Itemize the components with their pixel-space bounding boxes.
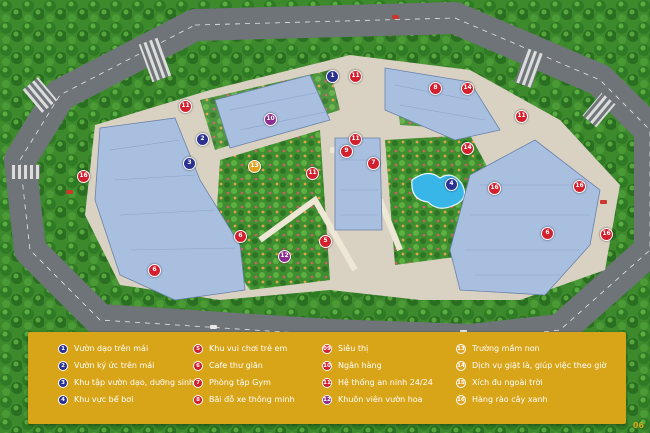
legend-marker: 12 <box>322 394 332 405</box>
legend-item: 6 Cafe thư giãn <box>193 357 295 374</box>
map-marker: 4 <box>445 178 458 191</box>
legend-item: 1 Vườn dạo trên mái <box>58 340 194 357</box>
map-marker: 11 <box>179 100 192 113</box>
legend-label: Khuôn viên vườn hoa <box>338 395 423 404</box>
legend-label: Siêu thị <box>338 344 369 353</box>
legend-item: 7 Phòng tập Gym <box>193 374 295 391</box>
legend-column-4: 13 Trường mầm non 14 Dịch vụ giặt là, giúp … <box>456 340 606 408</box>
map-marker: 11 <box>349 133 362 146</box>
map-marker: 6 <box>148 264 161 277</box>
legend-marker: 13 <box>456 343 466 354</box>
map-marker: 12 <box>278 250 291 263</box>
legend-marker: 6 <box>193 360 203 371</box>
legend-label: Cafe thư giãn <box>209 361 263 370</box>
legend-label: Phòng tập Gym <box>209 378 271 387</box>
legend-item: 16 Hàng rào cây xanh <box>456 391 606 408</box>
legend-column-3: 09 Siêu thị 10 Ngân hàng 11 Hệ thống an ninh … <box>322 340 433 408</box>
legend-label: Trường mầm non <box>472 344 540 353</box>
map-marker: 13 <box>248 160 261 173</box>
legend-label: Dịch vụ giặt là, giúp việc theo giờ <box>472 361 607 370</box>
legend-label: Khu tập vườn dạo, dưỡng sinh <box>74 378 195 387</box>
map-marker: 11 <box>306 167 319 180</box>
map-marker: 6 <box>541 227 554 240</box>
legend-label: Vườn dạo trên mái <box>74 344 149 353</box>
legend-marker: 4 <box>58 394 68 405</box>
legend-marker: 10 <box>322 360 332 371</box>
legend-marker: 8 <box>193 394 203 405</box>
map-marker: 7 <box>367 157 380 170</box>
legend-item: 14 Dịch vụ giặt là, giúp việc theo giờ <box>456 357 606 374</box>
legend-marker: 1 <box>58 343 68 354</box>
legend-marker: 15 <box>456 377 466 388</box>
legend-item: 5 Khu vui chơi trẻ em <box>193 340 295 357</box>
map-marker: 14 <box>461 142 474 155</box>
legend-item: 12 Khuôn viên vườn hoa <box>322 391 433 408</box>
legend-item: 3 Khu tập vườn dạo, dưỡng sinh <box>58 374 194 391</box>
map-marker: 16 <box>77 170 90 183</box>
map-marker: 9 <box>340 145 353 158</box>
map-marker: 16 <box>488 182 501 195</box>
map-marker: 10 <box>264 113 277 126</box>
legend-marker: 3 <box>58 377 68 388</box>
legend-label: Ngân hàng <box>338 361 382 370</box>
legend-label: Hàng rào cây xanh <box>472 395 548 404</box>
legend-label: Bãi đỗ xe thông minh <box>209 395 295 404</box>
legend-label: Khu vực bể bơi <box>74 395 134 404</box>
map-marker: 3 <box>183 157 196 170</box>
legend-item: 09 Siêu thị <box>322 340 433 357</box>
map-marker: 8 <box>429 82 442 95</box>
legend-item: 11 Hệ thống an ninh 24/24 <box>322 374 433 391</box>
legend-marker: 16 <box>456 394 466 405</box>
map-marker: 11 <box>515 110 528 123</box>
legend-marker: 14 <box>456 360 466 371</box>
map-marker: 6 <box>234 230 247 243</box>
map-marker: 16 <box>600 228 613 241</box>
legend-marker: 2 <box>58 360 68 371</box>
legend-label: Hệ thống an ninh 24/24 <box>338 378 433 387</box>
map-marker: 14 <box>461 82 474 95</box>
legend-item: 4 Khu vực bể bơi <box>58 391 194 408</box>
legend-marker: 5 <box>193 343 203 354</box>
legend-item: 2 Vườn ký ức trên mái <box>58 357 194 374</box>
legend-marker: 09 <box>322 343 332 354</box>
legend-marker: 7 <box>193 377 203 388</box>
map-marker: 2 <box>196 133 209 146</box>
map-marker: 1 <box>326 70 339 83</box>
legend-marker: 11 <box>322 377 332 388</box>
legend-item: 13 Trường mầm non <box>456 340 606 357</box>
legend-label: Khu vui chơi trẻ em <box>209 344 288 353</box>
legend-item: 8 Bãi đỗ xe thông minh <box>193 391 295 408</box>
map-marker: 11 <box>349 70 362 83</box>
legend-column-2: 5 Khu vui chơi trẻ em 6 Cafe thư giãn 7 Phòng… <box>193 340 295 408</box>
page-number: 06 <box>632 421 644 430</box>
legend-label: Xích đu ngoài trời <box>472 378 543 387</box>
legend-label: Vườn ký ức trên mái <box>74 361 155 370</box>
map-marker: 5 <box>319 235 332 248</box>
map-marker: 16 <box>573 180 586 193</box>
legend-item: 10 Ngân hàng <box>322 357 433 374</box>
legend-item: 15 Xích đu ngoài trời <box>456 374 606 391</box>
